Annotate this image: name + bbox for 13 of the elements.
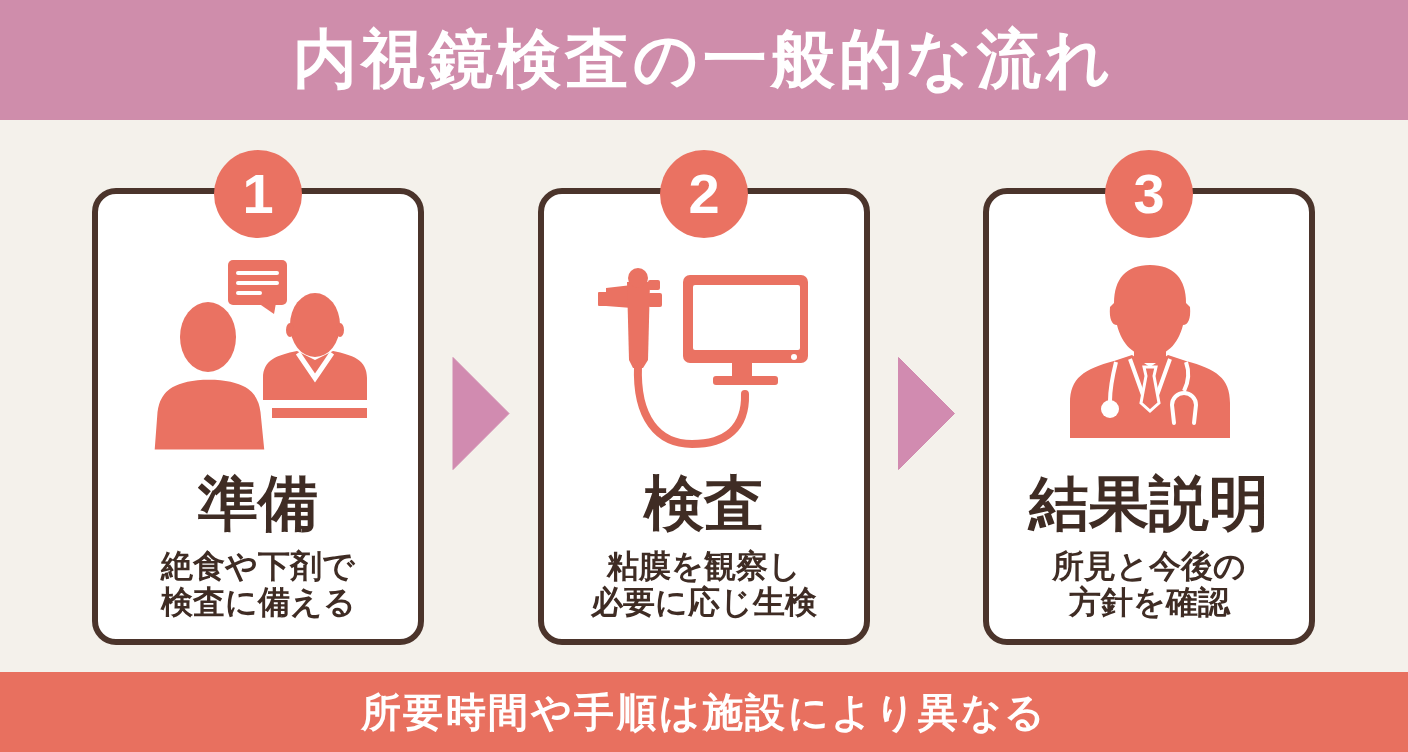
step-number-badge: 1	[214, 150, 302, 238]
step-description: 所見と今後の方針を確認	[1051, 548, 1247, 620]
step-title: 検査	[644, 468, 764, 538]
caption-text: 所要時間や手順は施設により異なる	[360, 689, 1048, 735]
step-title: 結果説明	[1029, 468, 1269, 538]
step-description: 絶食や下剤で検査に備える	[159, 548, 357, 620]
arrow	[898, 357, 955, 470]
step-description: 粘膜を観察し必要に応じ生検	[590, 548, 818, 620]
step-number-badge: 3	[1105, 150, 1193, 238]
step-number-badge: 2	[660, 150, 748, 238]
diagram-title: 内視鏡検査の一般的な流れ	[293, 23, 1115, 97]
step-title: 準備	[198, 468, 318, 538]
arrow	[452, 357, 510, 470]
